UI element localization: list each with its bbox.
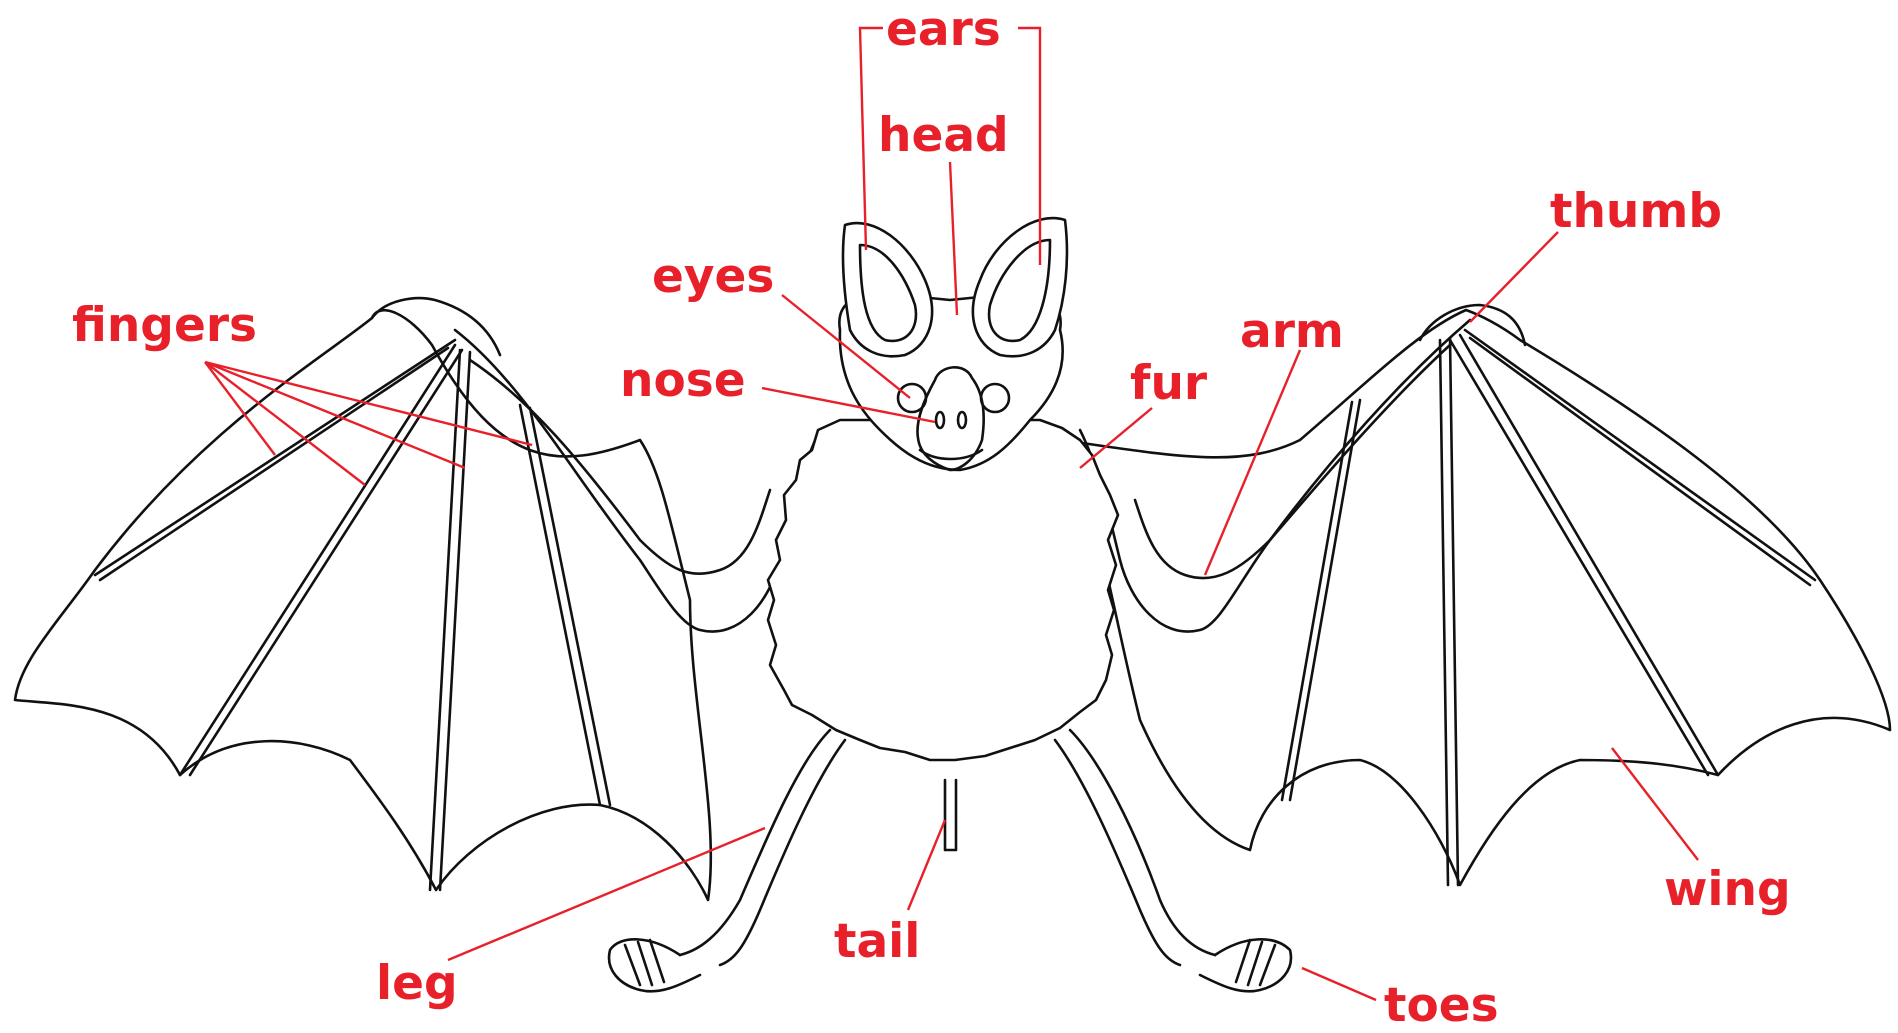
left-leg-inner <box>720 740 845 965</box>
tail <box>945 780 956 850</box>
right-toes <box>1236 940 1275 985</box>
right-leg-inner <box>1055 740 1180 965</box>
left-finger-2 <box>180 345 455 775</box>
left-foot <box>609 939 700 991</box>
thumb-leader <box>1470 232 1558 322</box>
label-ears: ears <box>886 6 1001 53</box>
label-tail: tail <box>834 918 920 965</box>
label-fingers: fingers <box>72 302 257 349</box>
label-head: head <box>878 112 1009 159</box>
toes-leader <box>1302 968 1376 1000</box>
label-nose: nose <box>620 357 746 404</box>
fingers-leader <box>205 362 532 485</box>
label-eyes: eyes <box>652 253 774 300</box>
right-finger-3b <box>1440 340 1448 885</box>
head-leader <box>950 162 957 315</box>
right-ear-shape <box>973 218 1067 356</box>
left-finger-4b <box>530 408 610 805</box>
right-finger-3 <box>1450 338 1458 885</box>
label-wing: wing <box>1664 866 1791 913</box>
leg-leader <box>448 828 765 960</box>
left-finger-4 <box>520 405 600 805</box>
left-thumb <box>372 298 500 355</box>
right-finger-4 <box>1290 400 1360 800</box>
right-finger-2 <box>1460 335 1718 775</box>
arm-leader <box>1205 350 1300 575</box>
right-finger-4b <box>1282 402 1352 800</box>
left-finger-2b <box>190 350 462 775</box>
bat-body <box>768 420 1118 760</box>
left-finger-1 <box>95 340 455 575</box>
label-fur: fur <box>1130 360 1207 407</box>
left-finger-1b <box>100 348 448 580</box>
left-ear-shape <box>843 223 932 356</box>
label-arm: arm <box>1240 308 1344 355</box>
label-leg: leg <box>376 960 458 1007</box>
fur-leader <box>1080 408 1152 468</box>
label-toes: toes <box>1384 982 1499 1029</box>
tail-leader <box>908 820 945 910</box>
right-finger-2b <box>1450 340 1708 775</box>
right-leg <box>1070 730 1215 955</box>
right-foot <box>1200 939 1291 991</box>
label-thumb: thumb <box>1550 188 1722 235</box>
left-toes <box>625 940 664 985</box>
